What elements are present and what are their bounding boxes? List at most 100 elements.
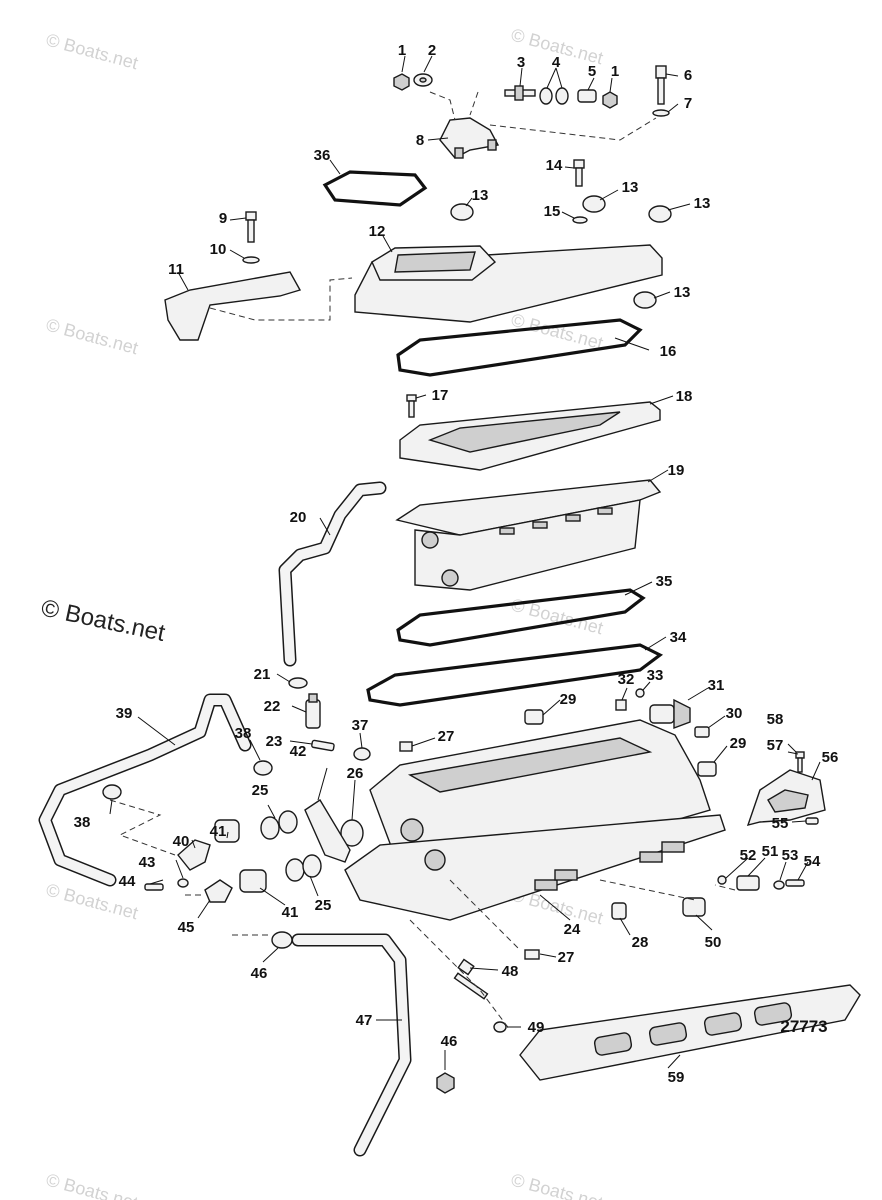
callout-20: 20 [290, 509, 307, 526]
clamp-part [633, 291, 657, 309]
gasket-36-part [322, 170, 428, 207]
gasket-16-part [396, 318, 643, 377]
callout-5: 5 [588, 63, 596, 80]
callout-13-b: 13 [622, 179, 639, 196]
watermark-large: © Boats.net [39, 594, 168, 647]
screw-44-part [144, 883, 164, 891]
callout-19: 19 [668, 462, 685, 479]
callout-54: 54 [804, 853, 821, 870]
callout-42: 42 [290, 743, 307, 760]
callout-47: 47 [356, 1012, 373, 1029]
clamp-46-part [436, 1072, 455, 1094]
callout-1-b: 1 [611, 63, 619, 80]
fitting-41-part [239, 869, 267, 893]
bracket-foot [454, 147, 464, 159]
callout-16: 16 [660, 343, 677, 360]
callout-8: 8 [416, 132, 424, 149]
callout-43: 43 [139, 854, 156, 871]
assembly-line [489, 117, 657, 141]
callout-26: 26 [347, 765, 364, 782]
callout-13-d: 13 [674, 284, 691, 301]
hose-39-part [38, 693, 252, 887]
clamp-37-part [353, 747, 371, 761]
washer-part [539, 87, 553, 105]
washer-hole [419, 77, 427, 83]
callout-30: 30 [726, 705, 743, 722]
callout-41-b: 41 [282, 904, 299, 921]
clamp-38-part [102, 784, 122, 800]
callout-13-c: 13 [694, 195, 711, 212]
watermark: © Boats.net [44, 1170, 140, 1200]
plenum-cover-part [354, 244, 663, 323]
callout-29-b: 29 [730, 735, 747, 752]
callout-46: 46 [251, 965, 268, 982]
callout-25: 25 [252, 782, 269, 799]
callout-53: 53 [782, 847, 799, 864]
leader-lines [109, 55, 821, 1070]
callout-13: 13 [472, 187, 489, 204]
callout-32: 32 [618, 671, 635, 688]
callout-33: 33 [647, 667, 664, 684]
plug-27-part [524, 949, 540, 960]
callout-39: 39 [116, 705, 133, 722]
callout-2: 2 [428, 42, 436, 59]
screw-shank [408, 400, 415, 418]
nut-part [602, 91, 618, 109]
callout-38: 38 [235, 725, 252, 742]
callout-58: 58 [767, 711, 784, 728]
callout-22: 22 [264, 698, 281, 715]
fitting-29-part [697, 761, 717, 777]
washer-49-part [493, 1021, 507, 1033]
watermark: © Boats.net [509, 310, 605, 354]
callout-25-b: 25 [315, 897, 332, 914]
callout-48: 48 [502, 963, 519, 980]
callout-6: 6 [684, 67, 692, 84]
callout-27-b: 27 [558, 949, 575, 966]
screw-54-part [785, 879, 805, 887]
bolt-shank [657, 77, 665, 105]
callout-15: 15 [544, 203, 561, 220]
oring-52-part [717, 875, 727, 885]
bolt-head [795, 751, 805, 759]
oring-25-part [278, 810, 298, 834]
callout-36: 36 [314, 147, 331, 164]
screw-55-part [805, 817, 819, 825]
callout-55: 55 [772, 815, 789, 832]
callout-38-b: 38 [74, 814, 91, 831]
callout-51: 51 [762, 843, 779, 860]
callout-28: 28 [632, 934, 649, 951]
sensor-50-part [682, 897, 706, 917]
bolt-head [245, 211, 257, 221]
clamp-part [450, 203, 474, 221]
hose-47-part [291, 933, 412, 1157]
grommet-part [288, 677, 308, 689]
oring-33-part [635, 688, 645, 698]
gasket-59-part [519, 984, 861, 1081]
callout-14: 14 [546, 157, 563, 174]
fitting-45-part [204, 879, 233, 903]
callout-24: 24 [564, 921, 581, 938]
clamp-part [582, 195, 606, 213]
plate-18-opening [427, 411, 621, 453]
callout-labels: 1 2 3 4 5 1 6 7 8 36 13 13 13 13 14 15 9… [74, 42, 839, 1086]
callout-21: 21 [254, 666, 271, 683]
callout-27: 27 [438, 728, 455, 745]
fitting-29-part [524, 709, 544, 725]
watermarks: © Boats.net © Boats.net © Boats.net © Bo… [39, 25, 606, 1200]
callout-52: 52 [740, 847, 757, 864]
watermark: © Boats.net [509, 1170, 605, 1200]
gasket-34-part [366, 643, 664, 707]
bracket-part [439, 117, 500, 159]
clamp-38-part [253, 760, 273, 776]
screw-head [406, 394, 417, 402]
hose-47-inner [293, 935, 410, 1155]
top-hardware [393, 65, 670, 159]
hose-clamps [450, 195, 672, 309]
injector-cap [308, 693, 318, 703]
washer-part [652, 109, 670, 117]
callout-29: 29 [560, 691, 577, 708]
intake-manifold-24-part [344, 719, 726, 921]
watermark: © Boats.net [44, 30, 140, 74]
callout-11: 11 [168, 261, 184, 278]
